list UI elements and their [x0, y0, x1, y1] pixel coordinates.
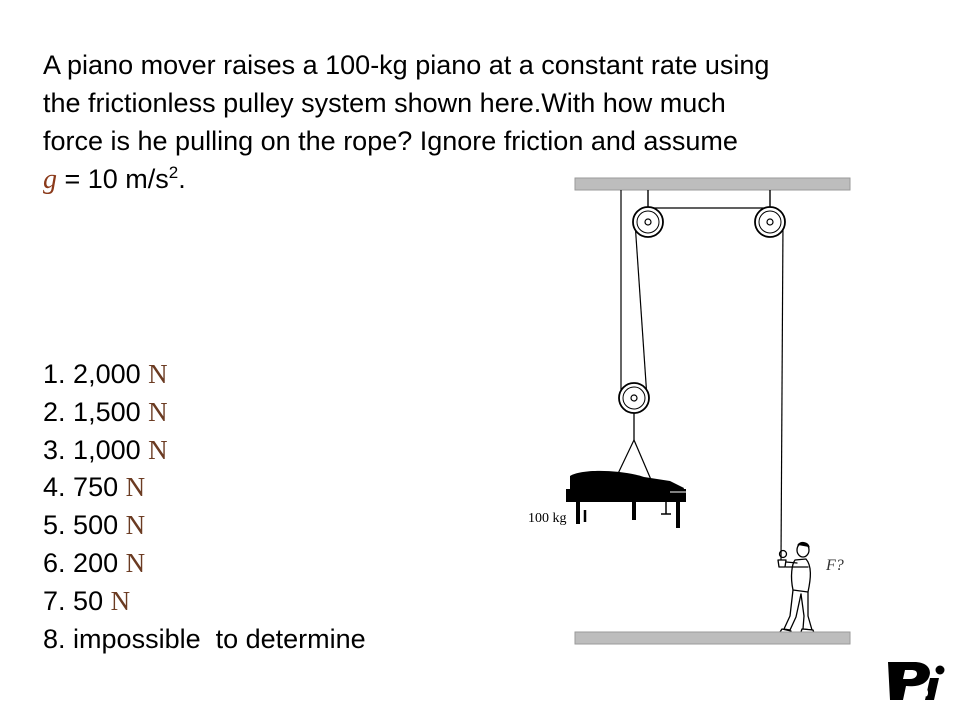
question-text: A piano mover raises a 100-kg piano at a…: [43, 46, 923, 199]
choice-6[interactable]: 6. 200 N: [43, 547, 146, 578]
sling-right: [633, 439, 653, 483]
rope-falling-segment: [780, 221, 784, 561]
choice-2[interactable]: 2. 1,500 N: [43, 396, 168, 427]
choice-5[interactable]: 5. 500 N: [43, 510, 146, 541]
unit-newton: N: [148, 434, 168, 465]
question-line-2: the frictionless pulley system shown her…: [43, 88, 726, 118]
floor: [574, 631, 851, 645]
g-symbol: g: [43, 164, 57, 195]
fixed-pulley-right: [754, 206, 786, 238]
ceiling: [574, 177, 851, 191]
pi-logo-icon: [888, 662, 945, 700]
fixed-pulley-left: [632, 206, 664, 238]
unit-newton: N: [148, 396, 168, 427]
question-line-3: force is he pulling on the rope? Ignore …: [43, 126, 738, 156]
force-label: F?: [825, 557, 844, 574]
unit-newton: N: [125, 472, 146, 503]
g-end: .: [178, 164, 186, 194]
choice-7[interactable]: 7. 50 N: [43, 585, 131, 616]
man-figure: [777, 541, 815, 634]
unit-newton: N: [148, 359, 168, 389]
mass-label: 100 kg: [528, 511, 567, 526]
choice-4[interactable]: 4. 750 N: [43, 472, 146, 503]
unit-newton: N: [125, 510, 146, 541]
question-line-4: g = 10 m/s2.: [43, 160, 923, 199]
choice-1[interactable]: 1. 2,000 N: [43, 359, 168, 389]
rope-rising-segment: [634, 221, 648, 399]
unit-newton: N: [125, 547, 146, 578]
unit-newton: N: [110, 585, 131, 616]
answer-choices: 1. 2,000 N 2. 1,500 N 3. 1,000 N 4. 750 …: [43, 356, 366, 658]
grand-piano: [566, 470, 686, 528]
movable-pulley: [618, 382, 650, 414]
question-line-1: A piano mover raises a 100-kg piano at a…: [43, 50, 770, 80]
choice-8[interactable]: 8. impossible to determine: [43, 623, 366, 654]
pulley-diagram: 100 kg F?: [528, 177, 851, 645]
g-exponent: 2: [168, 163, 179, 182]
g-value: = 10 m/s: [57, 164, 169, 194]
choice-3[interactable]: 3. 1,000 N: [43, 434, 168, 465]
